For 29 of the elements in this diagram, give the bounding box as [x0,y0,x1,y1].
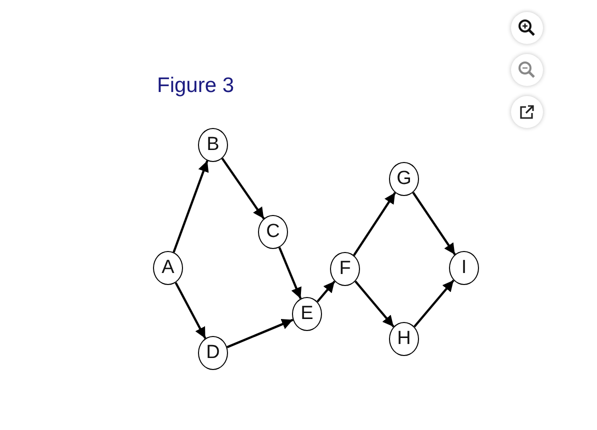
node-label: E [300,303,314,325]
node-label: F [339,258,351,280]
node-circle [389,322,419,356]
node-circle [449,251,479,285]
node-label: C [266,221,280,243]
node-circle [153,251,183,285]
node-label: B [206,134,220,156]
figure-title: Figure 3 [157,74,234,98]
arrow [172,160,209,253]
node-circle [258,215,288,249]
arrow [354,280,394,328]
arrow [414,280,454,328]
arrow [174,282,206,339]
node-label: A [162,257,174,279]
node-label: G [396,168,412,190]
node-circle [198,336,228,370]
arrow [226,318,294,348]
arrow [221,158,265,220]
node-label: I [461,257,467,279]
arrow [316,280,336,302]
arrow [412,192,456,256]
node-circle [292,297,322,331]
node-label: D [206,342,220,364]
node-circle [330,252,360,286]
arrow [352,192,396,256]
arrow [278,246,302,300]
node-label: H [397,328,411,350]
node-circle [198,128,228,162]
node-circle [389,162,419,196]
